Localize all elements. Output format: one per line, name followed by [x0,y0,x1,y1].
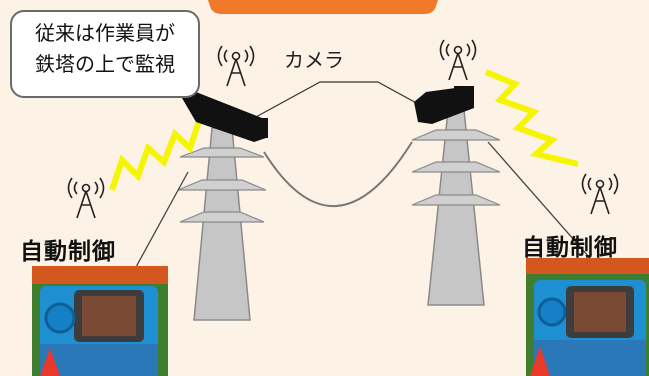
signal-zigzag-right [484,69,579,167]
right-winch-machine [526,258,649,376]
camera-label: カメラ [284,48,344,72]
speech-callout: 従来は作業員が 鉄塔の上で監視 [10,10,200,98]
antenna-icon [439,39,477,81]
camera-leader-left [253,81,350,119]
auto-control-label-left: 自動制御 [20,239,116,265]
right-camera [414,86,474,124]
left-winch-machine [32,266,168,376]
antenna-icon [581,173,619,215]
antenna-icon [67,177,105,219]
left-tower [177,127,267,321]
right-tower [411,109,501,306]
left-pull-line [129,171,189,279]
left-camera [182,92,268,142]
right-pull-line [487,141,597,266]
power-cable [263,141,413,207]
callout-line-2: 鉄塔の上で監視 [35,52,175,76]
antenna-icon [217,45,255,87]
callout-line-1: 従来は作業員が [35,21,175,45]
auto-control-label-right: 自動制御 [522,235,618,261]
top-banner [208,0,438,14]
signal-zigzag-left [109,117,203,191]
camera-leader-right [350,81,421,106]
